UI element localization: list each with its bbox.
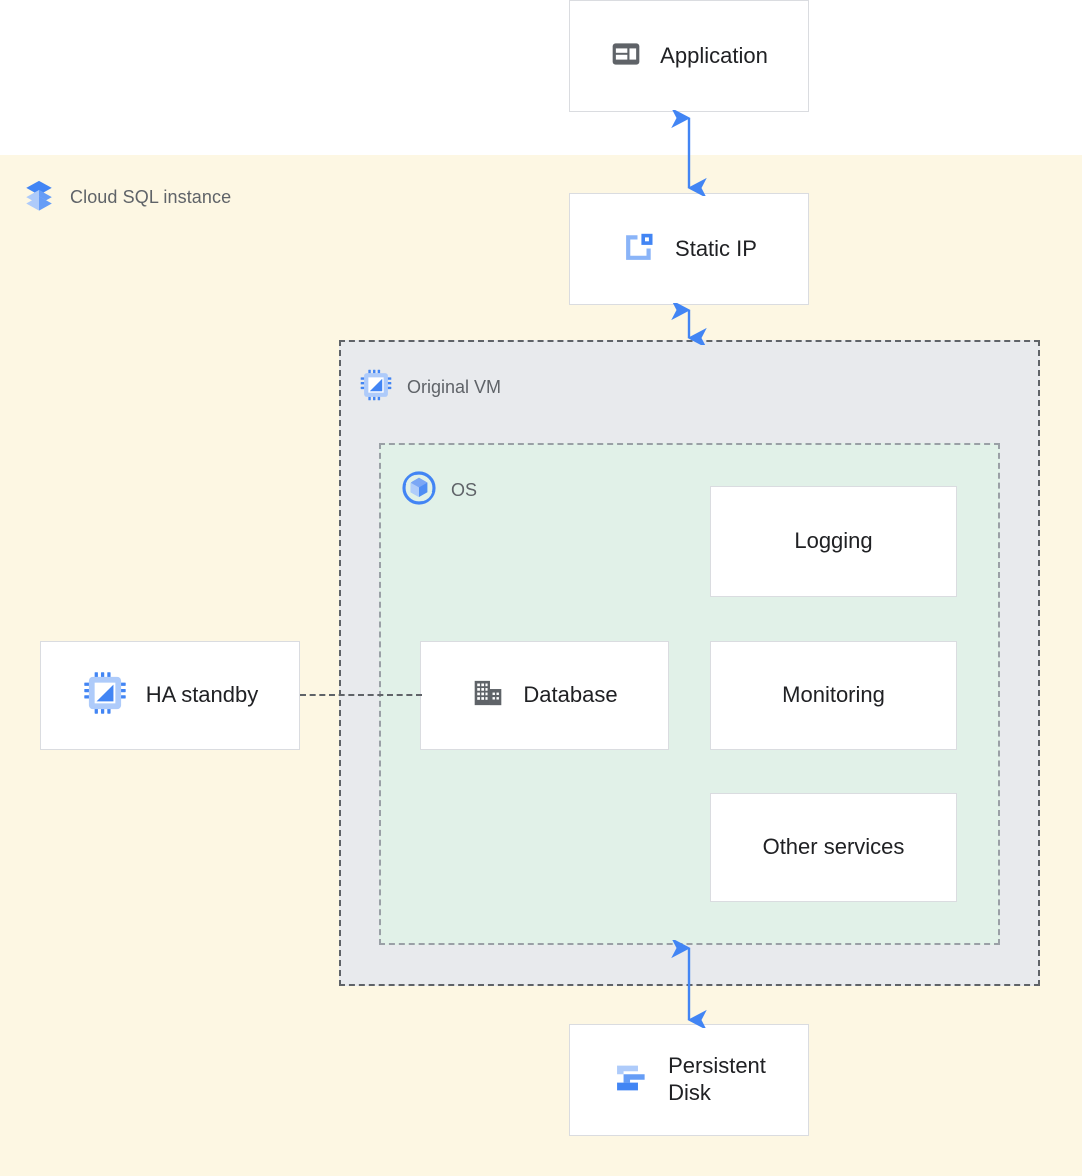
persistent-disk-icon <box>612 1059 650 1102</box>
ha-standby-label: HA standby <box>145 682 259 708</box>
other-services-label: Other services <box>762 834 905 860</box>
original-vm-header: Original VM <box>359 368 501 407</box>
persistent-disk-node[interactable]: Persistent Disk <box>569 1024 809 1136</box>
connector-application-static-ip <box>671 110 707 196</box>
os-image-icon <box>401 470 437 511</box>
application-label: Application <box>660 42 768 68</box>
connector-static-ip-vm <box>671 303 707 345</box>
persistent-disk-label: Persistent Disk <box>668 1053 766 1107</box>
cloud-sql-region-label: Cloud SQL instance <box>70 187 232 207</box>
persistent-disk-label-line2: Disk <box>668 1080 711 1105</box>
persistent-disk-label-line1: Persistent <box>668 1053 766 1079</box>
monitoring-node[interactable]: Monitoring <box>710 641 957 750</box>
static-ip-icon <box>621 229 657 270</box>
ha-standby-node[interactable]: HA standby <box>40 641 300 750</box>
os-header: OS <box>401 470 477 511</box>
original-vm-label: Original VM <box>407 377 502 397</box>
application-node[interactable]: Application <box>569 0 809 112</box>
application-window-icon <box>610 38 642 75</box>
database-node[interactable]: Database <box>420 641 669 750</box>
other-services-node[interactable]: Other services <box>710 793 957 902</box>
cloud-sql-region-header: Cloud SQL instance <box>22 178 231 217</box>
logging-node[interactable]: Logging <box>710 486 957 597</box>
database-label: Database <box>523 682 618 708</box>
os-label: OS <box>451 480 478 500</box>
static-ip-node[interactable]: Static IP <box>569 193 809 305</box>
static-ip-label: Static IP <box>675 235 757 261</box>
database-building-icon <box>471 676 505 715</box>
cloud-sql-icon <box>22 178 56 217</box>
vm-chip-icon <box>359 368 393 407</box>
logging-label: Logging <box>794 528 873 554</box>
connector-os-persistent-disk <box>671 940 707 1028</box>
vm-chip-icon <box>82 670 128 721</box>
connector-ha-standby-database <box>300 694 422 696</box>
monitoring-label: Monitoring <box>782 682 885 708</box>
